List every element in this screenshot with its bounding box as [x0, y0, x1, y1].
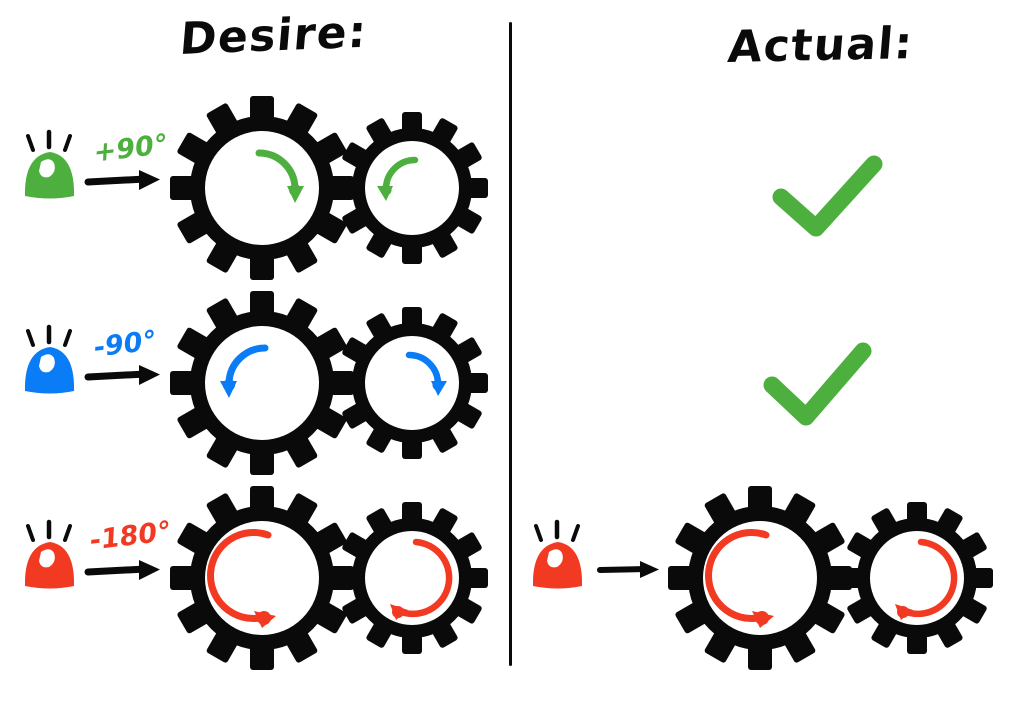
rotation-arrow-180	[705, 529, 774, 628]
row-red-graphics	[24, 486, 993, 670]
check-icon-green-row	[772, 155, 883, 237]
alarm-siren-icon	[24, 324, 75, 394]
arrow-right-icon	[84, 365, 160, 385]
row-blue-graphics	[24, 291, 872, 475]
gear-icon-left-desire	[170, 486, 354, 670]
row-green-graphics	[24, 96, 883, 280]
arrow-right-icon-desire	[84, 560, 160, 580]
rotation-arrow-180	[895, 538, 958, 620]
check-icon-blue-row	[763, 342, 872, 426]
arrow-right-icon	[84, 170, 160, 190]
row-red: -180°	[0, 390, 1035, 690]
rotation-arrow-180	[390, 538, 453, 620]
rotation-arrow-counterclockwise	[220, 344, 269, 398]
gear-icon-right-actual	[841, 502, 993, 654]
gear-icon-right-desire	[336, 502, 488, 654]
alarm-siren-icon-actual	[532, 519, 583, 589]
alarm-siren-icon	[24, 129, 75, 199]
rotation-arrow-counterclockwise	[377, 156, 419, 201]
arrow-right-icon-actual	[597, 561, 659, 578]
alarm-siren-icon-desire	[24, 519, 75, 589]
row-blue: -90°	[0, 195, 1035, 475]
row-green: +90°	[0, 0, 1035, 280]
gear-icon-right	[336, 112, 488, 264]
gear-icon-left-actual	[668, 486, 852, 670]
gear-icon-left	[170, 291, 354, 475]
gear-icon-right	[336, 307, 488, 459]
rotation-arrow-clockwise	[405, 351, 447, 396]
rotation-arrow-180	[207, 529, 276, 628]
rotation-arrow-clockwise	[255, 149, 304, 203]
vertical-divider	[509, 22, 512, 666]
